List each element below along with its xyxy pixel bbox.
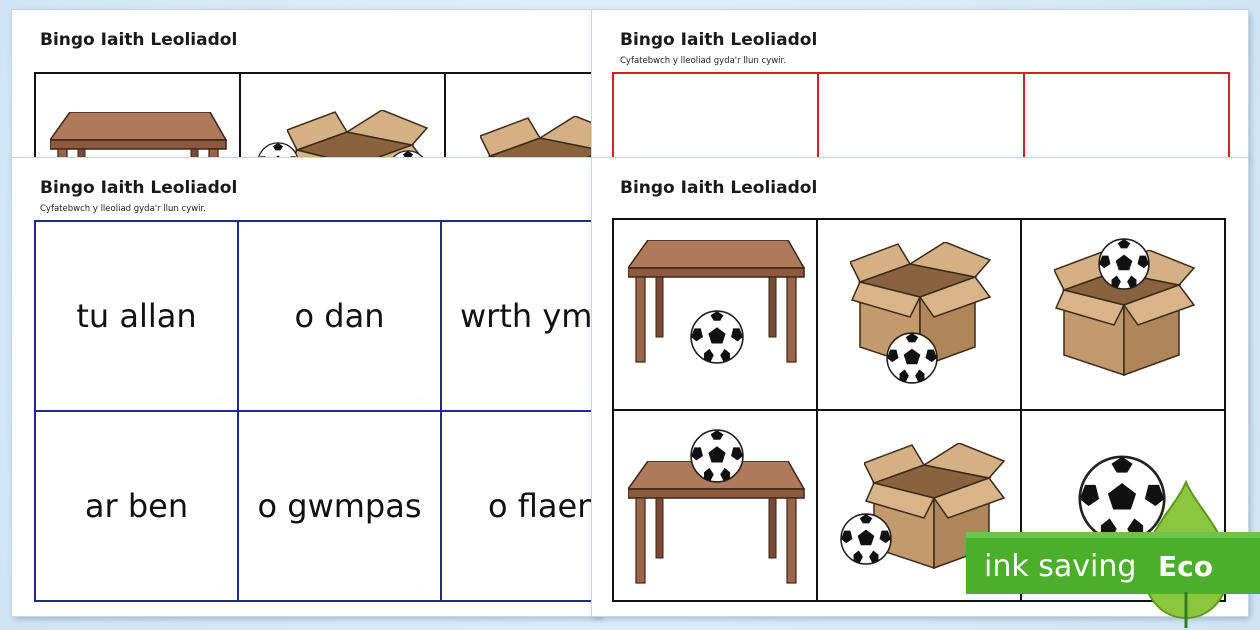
sheet-title: Bingo Iaith Leoliadol	[40, 30, 238, 50]
word-cell: o flaen	[442, 412, 600, 600]
word-cell: o dan ·	[239, 222, 440, 410]
picture-cell	[614, 411, 816, 600]
word-cell: o gwmpas ·	[239, 412, 440, 600]
word-cell: tu allan ·	[36, 222, 237, 410]
table-icon	[50, 112, 227, 160]
location-word: o gwmpas	[257, 487, 422, 525]
picture-cell	[446, 74, 600, 160]
word-cell: ar ben ·	[36, 412, 237, 600]
ball-icon	[690, 429, 744, 483]
footer-mark: ·	[217, 587, 219, 592]
sheet-instructions: Cyfatebwch y lleoliad gyda'r llun cywir.	[40, 204, 206, 214]
worksheet-back-right: Bingo Iaith Leoliadol Cyfatebwch y lleol…	[592, 10, 1248, 160]
word-cell	[819, 74, 1023, 160]
ink-saving-eco-badge: ink saving Eco	[966, 480, 1260, 628]
picture-grid	[612, 218, 1226, 602]
sheet-instructions: Cyfatebwch y lleoliad gyda'r llun cywir.	[620, 56, 786, 66]
picture-cell	[36, 74, 239, 160]
picture-cell	[614, 220, 816, 409]
ball-icon	[1098, 238, 1150, 290]
word-grid	[612, 72, 1230, 160]
location-word: o dan	[294, 297, 385, 335]
footer-mark: ·	[420, 587, 422, 592]
picture-cell	[1022, 220, 1224, 409]
sheet-title: Bingo Iaith Leoliadol	[620, 30, 818, 50]
picture-cell	[818, 220, 1020, 409]
location-word: o flaen	[488, 487, 598, 525]
ink-saving-label: ink saving	[984, 549, 1136, 584]
box-icon	[480, 116, 600, 160]
footer-mark: ·	[420, 397, 422, 402]
word-cell	[614, 74, 818, 160]
word-grid: tu allan · o dan · wrth ym ar ben · o gwmpa…	[34, 220, 600, 602]
word-cell: wrth ym	[442, 222, 600, 410]
sheet-title: Bingo Iaith Leoliadol	[620, 178, 818, 198]
worksheet-back-left: Bingo Iaith Leoliadol	[12, 10, 600, 160]
worksheet-front-right: Bingo Iaith Leoliadol	[592, 158, 1248, 616]
location-word: tu allan	[76, 297, 197, 335]
location-word: wrth ym	[460, 297, 593, 335]
ball-icon	[840, 513, 892, 565]
ball-icon	[690, 310, 744, 364]
word-cell	[1024, 74, 1228, 160]
sheet-title: Bingo Iaith Leoliadol	[40, 178, 238, 198]
picture-grid	[34, 72, 600, 160]
location-word: ar ben	[84, 487, 189, 525]
picture-cell	[241, 74, 444, 160]
ball-icon	[886, 332, 938, 384]
footer-mark: ·	[217, 397, 219, 402]
worksheet-front-left: Bingo Iaith Leoliadol Cyfatebwch y lleol…	[12, 158, 600, 616]
eco-label: Eco	[1158, 550, 1213, 583]
